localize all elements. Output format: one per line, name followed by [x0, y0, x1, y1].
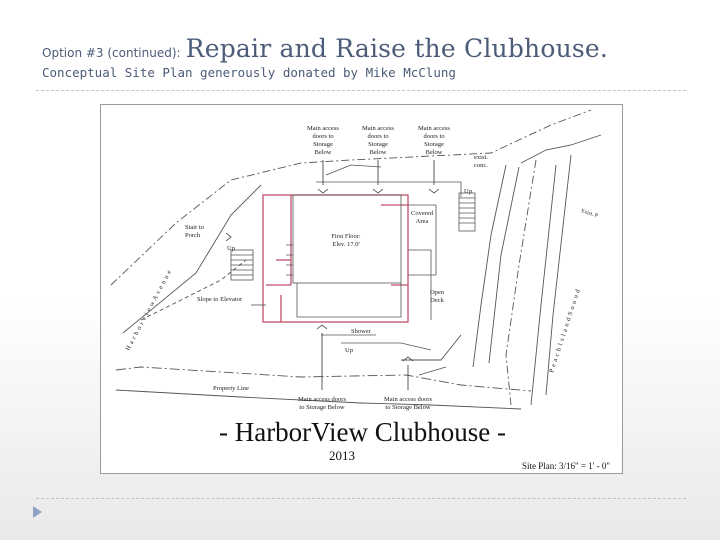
access-top-1-line2: doors to — [312, 133, 333, 140]
footer-divider — [36, 498, 686, 499]
site-plan-drawing: Main access doors to Storage Below Main … — [100, 104, 623, 474]
access-top-2-line4: Below — [370, 149, 387, 156]
slide-subtitle: Conceptual Site Plan generously donated … — [42, 65, 456, 80]
title-main: Repair and Raise the Clubhouse. — [185, 34, 609, 63]
plan-scale-label: Site Plan: 3/16" = 1' - 0" — [522, 461, 611, 471]
access-bottom-1-line1: Main access doors — [298, 396, 346, 403]
access-top-1-line1: Main access — [307, 125, 339, 132]
shower-label: Shower — [351, 328, 372, 335]
site-plan-svg: Main access doors to Storage Below Main … — [110, 109, 602, 411]
stair-to-porch-line1: Stair to — [185, 224, 204, 231]
slope-to-elevator-label: Slope to Elevator — [197, 296, 243, 303]
access-top-2-line3: Storage — [368, 141, 388, 148]
slide-bullet-icon — [33, 506, 42, 518]
access-top-1-line3: Storage — [313, 141, 333, 148]
slide-title: Option #3 (continued): Repair and Raise … — [42, 34, 702, 80]
up-label-right: Up — [464, 188, 472, 195]
title-prefix: Option #3 (continued): — [42, 46, 181, 60]
exist-label: Exist. P — [580, 208, 598, 219]
property-line-label: Property Line — [213, 385, 249, 392]
exist-conc-line2: conc. — [474, 162, 488, 169]
access-top-3-line4: Below — [426, 149, 443, 156]
access-top-2-line2: doors to — [367, 133, 388, 140]
covered-area-line2: Area — [416, 218, 429, 225]
up-label-left: Up — [227, 245, 235, 252]
access-top-3-line2: doors to — [423, 133, 444, 140]
open-deck-line1: Open — [430, 289, 445, 296]
street-label: H a r b o r v i e w A v e n u e — [125, 269, 174, 352]
open-deck-line2: Deck — [430, 297, 444, 304]
access-top-2-line1: Main access — [362, 125, 394, 132]
access-top-3-line3: Storage — [424, 141, 444, 148]
access-top-3-line1: Main access — [418, 125, 450, 132]
up-label-bottom: Up — [345, 347, 353, 354]
sound-label: P e a c h I s l a n d S o u n d — [548, 288, 582, 374]
title-divider — [36, 90, 686, 91]
first-floor-line2: Elev. 17.0' — [332, 241, 359, 248]
plan-year: 2013 — [329, 448, 355, 463]
covered-area-line1: Covered — [411, 210, 434, 217]
exist-conc-line1: exist. — [474, 154, 488, 161]
access-bottom-2-line2: to Storage Below — [385, 404, 430, 411]
first-floor-line1: First Floor: — [331, 233, 361, 240]
access-top-1-line4: Below — [315, 149, 332, 156]
stair-to-porch-line2: Porch — [185, 232, 201, 239]
plan-main-title: - HarborView Clubhouse - — [218, 417, 507, 447]
access-bottom-1-line2: to Storage Below — [299, 404, 344, 411]
access-bottom-2-line1: Main access doors — [384, 396, 432, 403]
